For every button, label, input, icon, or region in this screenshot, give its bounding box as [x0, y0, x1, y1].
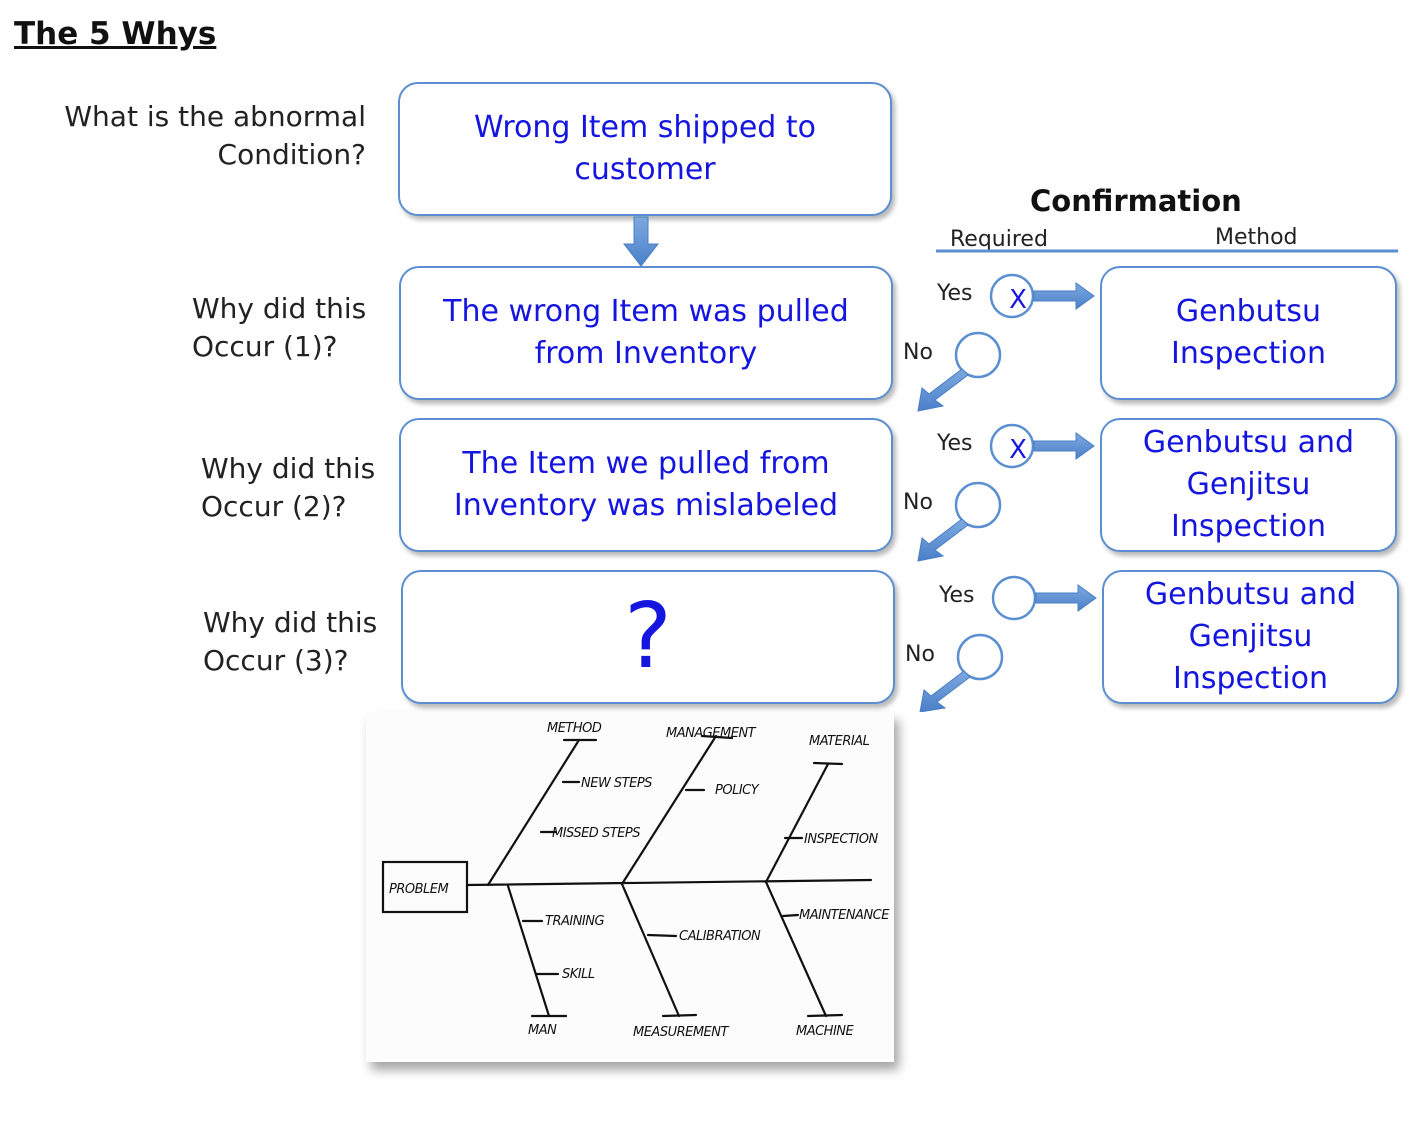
fishbone-category-label: MANAGEMENT: [666, 726, 757, 741]
fishbone-category-label: MATERIAL: [809, 734, 870, 749]
connector-overlay: X X: [622, 216, 1398, 712]
answer-line: from Inventory: [534, 336, 758, 371]
answer-box-abnormal: Wrong Item shipped to customer: [398, 82, 892, 216]
answer-line: The wrong Item was pulled: [443, 294, 849, 329]
no-label-1: No: [903, 340, 933, 365]
method-box-1: Genbutsu Inspection: [1100, 266, 1397, 400]
question-line: Occur (1)?: [192, 330, 338, 363]
fishbone-problem-label: PROBLEM: [389, 882, 448, 897]
yes-circle-2: [989, 423, 1035, 469]
answer-box-why-3: ?: [401, 570, 895, 704]
question-line: Why did this: [192, 292, 367, 325]
fishbone-cause-label: NEW STEPS: [581, 776, 652, 791]
answer-line: Inventory was mislabeled: [453, 488, 839, 523]
question-line: Occur (3)?: [203, 644, 349, 677]
bone-material: [764, 762, 830, 884]
answer-box-why-2: The Item we pulled from Inventory was mi…: [399, 418, 893, 552]
no-circle-2: [954, 481, 1002, 529]
method-line: Inspection: [1171, 336, 1326, 371]
question-line: Condition?: [217, 138, 366, 171]
method-box-3: Genbutsu and Genjitsu Inspection: [1102, 570, 1399, 704]
fishbone-category-label: MEASUREMENT: [633, 1025, 729, 1040]
no-label-3: No: [905, 642, 935, 667]
answer-line: The Item we pulled from: [462, 446, 830, 481]
yes-circle-1: [989, 273, 1035, 319]
bone-measurement: [620, 882, 681, 1018]
fishbone-drawing: PROBLEM METHOD MANAGEMENT MATERIAL MAN M…: [381, 721, 891, 1040]
bone-management: [620, 734, 718, 886]
fishbone-cause-label: MAINTENANCE: [799, 908, 890, 923]
question-line: Occur (2)?: [201, 490, 347, 523]
question-line: Why did this: [203, 606, 378, 639]
answer-line: customer: [574, 152, 716, 187]
right-arrow-icon: [1033, 432, 1095, 460]
problem-box: [381, 860, 469, 914]
question-line: Why did this: [201, 452, 376, 485]
fishbone-cause-label: POLICY: [715, 783, 760, 798]
fishbone-diagram: PROBLEM METHOD MANAGEMENT MATERIAL MAN M…: [366, 712, 894, 1062]
fishbone-cause-label: MISSED STEPS: [552, 826, 640, 841]
column-method: Method: [1215, 225, 1298, 250]
question-why-3: Why did this Occur (3)?: [203, 604, 377, 680]
answer-box-why-1: The wrong Item was pulled from Inventory: [399, 266, 893, 400]
check-mark-2: X: [1009, 435, 1027, 465]
no-label-2: No: [903, 490, 933, 515]
fishbone-cause-label: TRAINING: [545, 914, 604, 929]
right-arrow-icon: [1035, 584, 1097, 612]
method-line: Genjitsu: [1188, 619, 1313, 654]
method-line: Genbutsu: [1175, 294, 1322, 329]
fishbone-cause-label: SKILL: [562, 967, 595, 982]
fishbone-cause-label: INSPECTION: [804, 832, 878, 847]
right-arrow-icon: [1033, 282, 1095, 310]
diagonal-arrow-icon: [917, 518, 969, 562]
method-line: Inspection: [1173, 661, 1328, 696]
column-required: Required: [950, 227, 1048, 252]
method-line: Genbutsu and: [1144, 577, 1357, 612]
answer-line: Wrong Item shipped to: [474, 110, 816, 145]
fishbone-category-label: MACHINE: [796, 1024, 855, 1039]
yes-label-3: Yes: [939, 583, 975, 608]
down-arrow-icon: [622, 216, 660, 267]
method-line: Genjitsu: [1186, 467, 1311, 502]
check-mark-1: X: [1009, 285, 1027, 315]
yes-circle-3: [991, 575, 1037, 621]
fishbone-category-label: METHOD: [547, 721, 602, 736]
question-why-1: Why did this Occur (1)?: [192, 290, 366, 366]
question-abnormal: What is the abnormal Condition?: [40, 98, 366, 174]
diagonal-arrow-icon: [917, 368, 969, 412]
no-circle-3: [956, 633, 1004, 681]
spine: [465, 878, 873, 887]
no-circle-1: [954, 331, 1002, 379]
method-line: Inspection: [1171, 509, 1326, 544]
fishbone-category-label: MAN: [528, 1023, 557, 1038]
bone-method: [486, 738, 581, 887]
yes-label-1: Yes: [937, 281, 973, 306]
question-why-2: Why did this Occur (2)?: [201, 450, 375, 526]
yes-label-2: Yes: [937, 431, 973, 456]
method-line: Genbutsu and: [1142, 425, 1355, 460]
page-title: The 5 Whys: [14, 16, 217, 52]
bone-man: [506, 884, 551, 1018]
confirmation-title: Confirmation: [1030, 184, 1242, 218]
question-line: What is the abnormal: [64, 100, 366, 133]
bone-machine: [764, 880, 828, 1018]
diagonal-arrow-icon: [919, 670, 971, 712]
method-box-2: Genbutsu and Genjitsu Inspection: [1100, 418, 1397, 552]
fishbone-cause-label: CALIBRATION: [679, 929, 761, 944]
unknown-answer: ?: [624, 584, 672, 689]
